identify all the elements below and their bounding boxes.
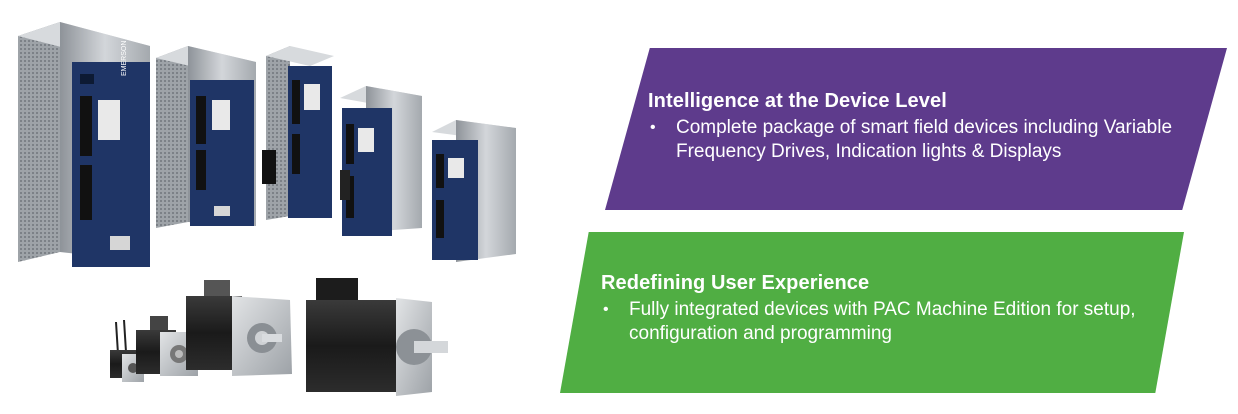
panel-heading: Redefining User Experience — [601, 272, 870, 294]
panel-content: Intelligence at the Device Level • Compl… — [648, 88, 1208, 164]
servo-motor-2 — [136, 316, 198, 376]
bullet-text: Complete package of smart field devices … — [676, 117, 1173, 162]
bullet-item: • Complete package of smart field device… — [648, 116, 1208, 164]
servo-drive-3 — [262, 46, 334, 220]
servo-drive-1: EMERSON — [18, 22, 150, 267]
panel-content: Redefining User Experience • Fully integ… — [601, 270, 1161, 346]
panel-heading: Intelligence at the Device Level — [648, 90, 947, 112]
panel-background-green — [560, 232, 1184, 393]
drive-brand-label: EMERSON — [121, 41, 128, 76]
servo-motor-4 — [306, 278, 448, 396]
servo-drive-5 — [432, 120, 516, 262]
servo-motor-3 — [186, 280, 292, 376]
product-photo: EMERSON — [18, 22, 516, 396]
bullet-item: • Fully integrated devices with PAC Mach… — [601, 298, 1161, 346]
bullet-dot-icon: • — [603, 301, 609, 318]
bullet-dot-icon: • — [650, 119, 656, 136]
servo-drive-2 — [156, 46, 256, 228]
panel-device-intelligence: Intelligence at the Device Level • Compl… — [605, 48, 1227, 210]
bullet-text: Fully integrated devices with PAC Machin… — [629, 299, 1136, 344]
panel-background-purple — [605, 48, 1227, 210]
servo-drive-4 — [340, 86, 422, 236]
panel-user-experience: Redefining User Experience • Fully integ… — [560, 232, 1184, 393]
